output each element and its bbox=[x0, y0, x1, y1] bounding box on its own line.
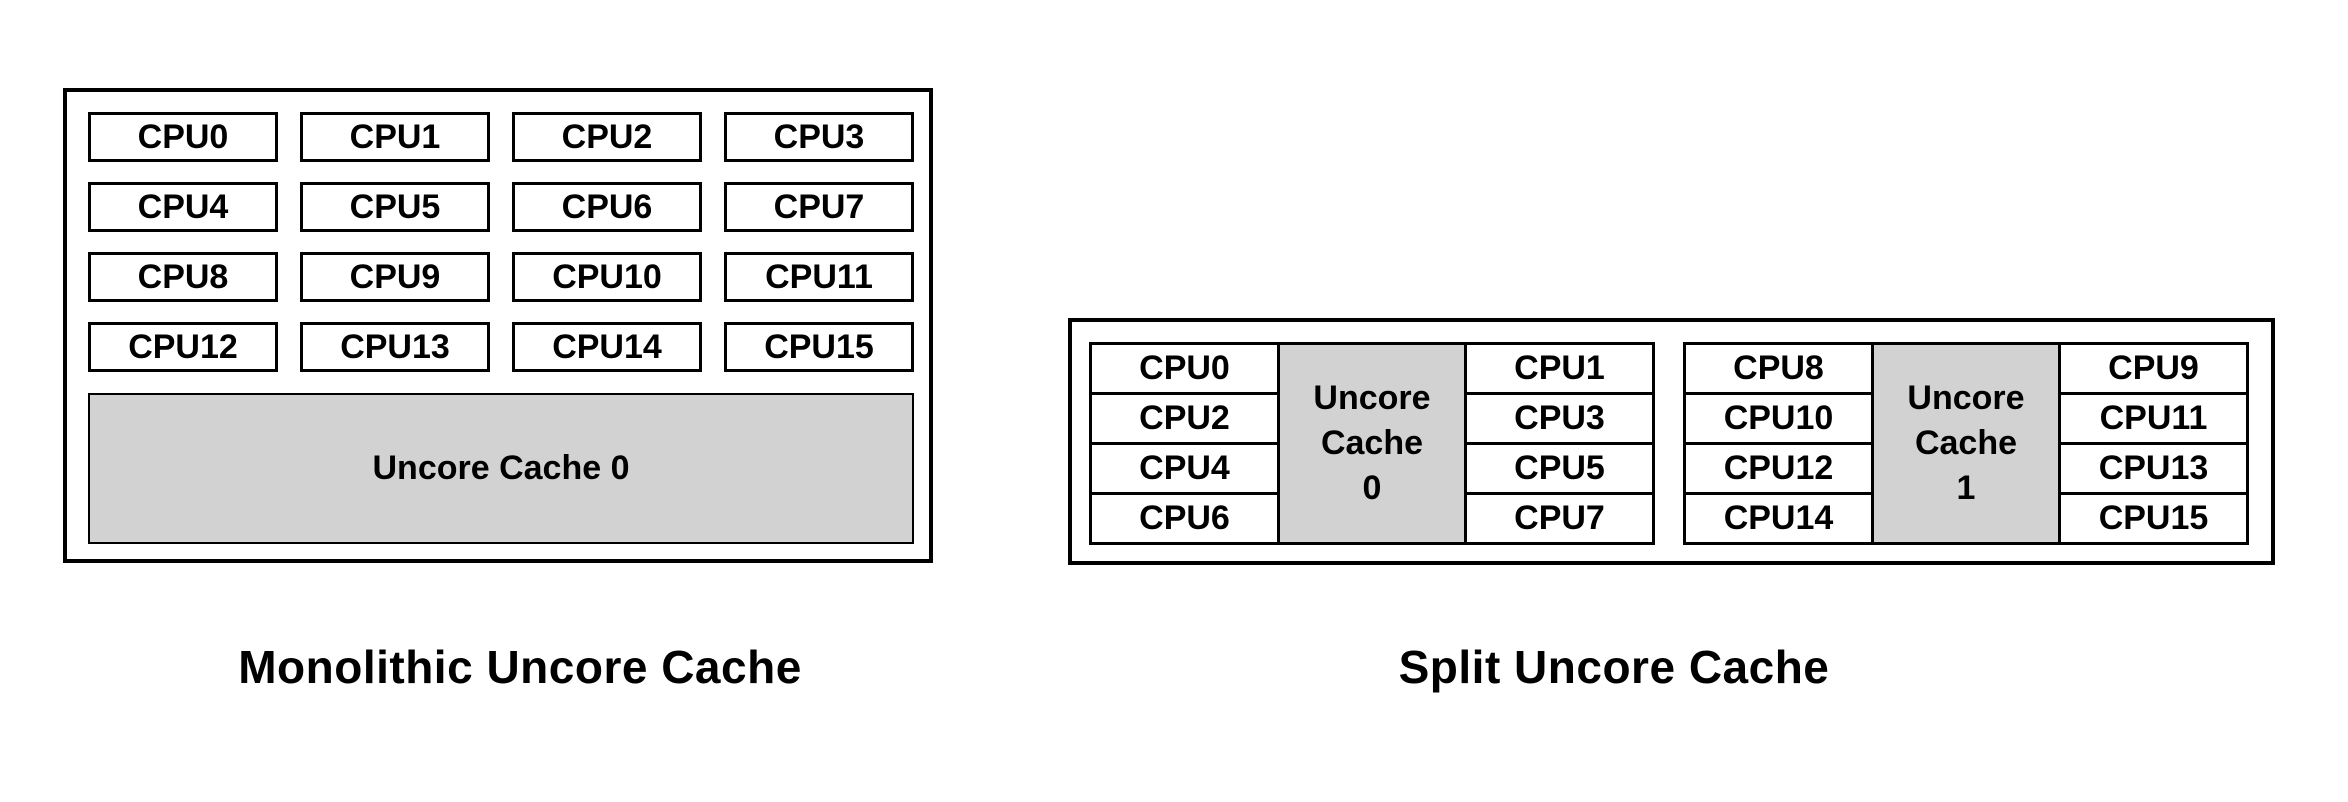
split-socket-box: CPU0 CPU2 CPU4 CPU6 Uncore Cache 0 CPU1 … bbox=[1068, 318, 2275, 565]
uncore-cache-0-box: Uncore Cache 0 bbox=[88, 393, 914, 544]
cpu-box: CPU13 bbox=[2058, 442, 2249, 495]
cpu-box: CPU8 bbox=[1683, 342, 1874, 395]
cpu-box: CPU0 bbox=[88, 112, 278, 162]
cpu-box: CPU9 bbox=[300, 252, 490, 302]
cpu-box: CPU5 bbox=[1464, 442, 1655, 495]
cache-label-line: Cache bbox=[1914, 424, 2018, 462]
cpu-box: CPU10 bbox=[512, 252, 702, 302]
monolithic-cpu-grid: CPU0 CPU1 CPU2 CPU3 CPU4 CPU5 CPU6 CPU7 … bbox=[88, 112, 914, 372]
split-cluster-1: CPU8 CPU10 CPU12 CPU14 Uncore Cache 1 CP… bbox=[1683, 342, 2249, 545]
cpu-box: CPU1 bbox=[300, 112, 490, 162]
split-caption: Split Uncore Cache bbox=[1398, 641, 1830, 693]
cluster-1-right-cpu-column: CPU9 CPU11 CPU13 CPU15 bbox=[2058, 342, 2249, 545]
cpu-box: CPU12 bbox=[88, 322, 278, 372]
cpu-box: CPU11 bbox=[724, 252, 914, 302]
cpu-box: CPU4 bbox=[1089, 442, 1280, 495]
cluster-0-left-cpu-column: CPU0 CPU2 CPU4 CPU6 bbox=[1089, 342, 1280, 545]
monolithic-socket-box: CPU0 CPU1 CPU2 CPU3 CPU4 CPU5 CPU6 CPU7 … bbox=[63, 88, 933, 563]
cpu-box: CPU14 bbox=[512, 322, 702, 372]
cpu-box: CPU15 bbox=[2058, 492, 2249, 545]
cpu-box: CPU9 bbox=[2058, 342, 2249, 395]
cpu-box: CPU2 bbox=[1089, 392, 1280, 445]
monolithic-caption: Monolithic Uncore Cache bbox=[238, 641, 802, 693]
cluster-0-right-cpu-column: CPU1 CPU3 CPU5 CPU7 bbox=[1464, 342, 1655, 545]
cpu-box: CPU6 bbox=[512, 182, 702, 232]
cpu-box: CPU10 bbox=[1683, 392, 1874, 445]
cache-label-line: 0 bbox=[1362, 469, 1382, 507]
cpu-box: CPU1 bbox=[1464, 342, 1655, 395]
cpu-box: CPU14 bbox=[1683, 492, 1874, 545]
cache-label-line: Uncore bbox=[1907, 379, 2025, 417]
uncore-cache-0-box: Uncore Cache 0 bbox=[1277, 342, 1467, 545]
cpu-box: CPU11 bbox=[2058, 392, 2249, 445]
cpu-box: CPU5 bbox=[300, 182, 490, 232]
cpu-box: CPU4 bbox=[88, 182, 278, 232]
cpu-box: CPU6 bbox=[1089, 492, 1280, 545]
cpu-box: CPU8 bbox=[88, 252, 278, 302]
cpu-box: CPU3 bbox=[1464, 392, 1655, 445]
cpu-box: CPU13 bbox=[300, 322, 490, 372]
cpu-box: CPU15 bbox=[724, 322, 914, 372]
cpu-box: CPU12 bbox=[1683, 442, 1874, 495]
split-cluster-0: CPU0 CPU2 CPU4 CPU6 Uncore Cache 0 CPU1 … bbox=[1089, 342, 1655, 545]
cpu-box: CPU3 bbox=[724, 112, 914, 162]
cpu-box: CPU7 bbox=[724, 182, 914, 232]
cpu-box: CPU0 bbox=[1089, 342, 1280, 395]
uncore-cache-1-box: Uncore Cache 1 bbox=[1871, 342, 2061, 545]
cpu-box: CPU7 bbox=[1464, 492, 1655, 545]
cpu-box: CPU2 bbox=[512, 112, 702, 162]
cache-label-line: Uncore bbox=[1313, 379, 1431, 417]
cache-label-line: 1 bbox=[1956, 469, 1976, 507]
cluster-1-left-cpu-column: CPU8 CPU10 CPU12 CPU14 bbox=[1683, 342, 1874, 545]
cache-label-line: Cache bbox=[1320, 424, 1424, 462]
